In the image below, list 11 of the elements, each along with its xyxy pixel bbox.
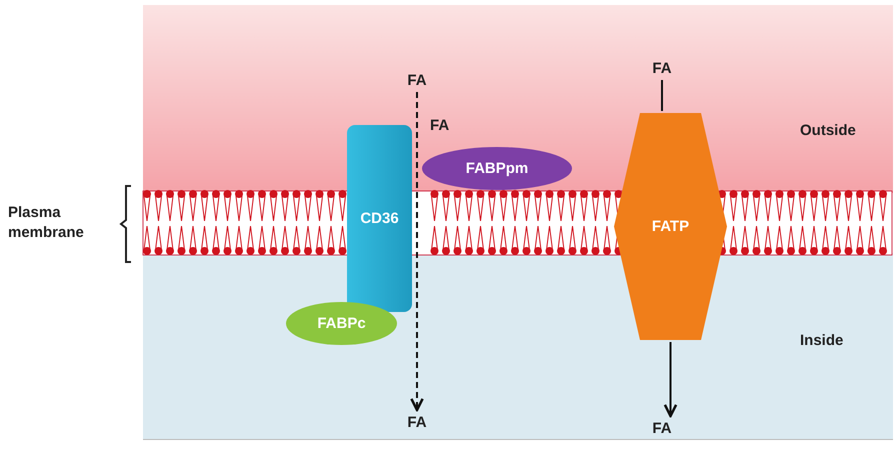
arrow	[410, 92, 424, 412]
molecule-label: FA	[647, 58, 677, 78]
arrow	[664, 342, 678, 418]
molecule-label: FA	[647, 418, 677, 438]
region-label: Outside	[800, 121, 857, 141]
protein-box: CD36	[347, 125, 412, 312]
molecule-label: FA	[402, 412, 432, 432]
region-label: Inside	[800, 331, 844, 351]
molecule-label: FA	[402, 70, 432, 90]
molecule-label: FA	[430, 116, 450, 136]
structure-label: Plasma membrane	[8, 203, 85, 243]
